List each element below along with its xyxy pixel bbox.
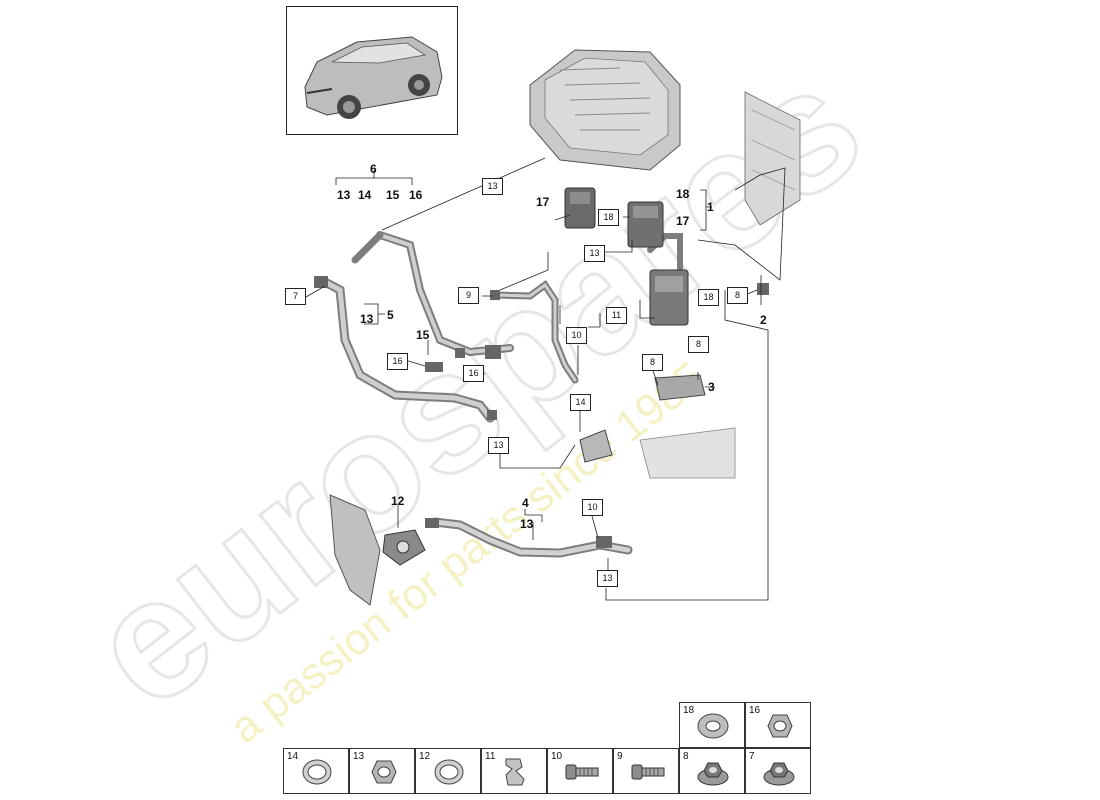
hardware-cell-8: 8: [679, 748, 745, 794]
refrigerant-lines: [320, 231, 683, 558]
hardware-cell-10: 10: [547, 748, 613, 794]
callout-17-right: 17: [676, 214, 690, 228]
hardware-cell-9: 9: [613, 748, 679, 794]
callout-box-8-right: 8: [727, 287, 748, 304]
callout-17-left: 17: [536, 195, 550, 209]
callout-13-pipe: 13: [360, 312, 374, 326]
callout-box-9: 9: [458, 287, 479, 304]
callout-18-right: 18: [676, 187, 690, 201]
callout-box-11: 11: [606, 307, 627, 324]
vehicle-thumbnail: [286, 6, 458, 135]
callout-box-13-lower: 13: [488, 437, 509, 454]
hardware-cell-16: 16: [745, 702, 811, 748]
hardware-cell-7: 7: [745, 748, 811, 794]
body-panel-drawing: [744, 91, 801, 226]
callout-13-lower-group: 13: [520, 517, 534, 531]
hardware-number: 16: [749, 705, 761, 716]
seal-ring-icon: [302, 759, 332, 785]
callout-box-13-upper: 13: [482, 178, 503, 195]
callout-15-group: 15: [386, 188, 400, 202]
callout-15: 15: [416, 328, 430, 342]
seal-ring-icon: [434, 759, 464, 785]
callout-4: 4: [522, 496, 529, 510]
fittings-drawing: [314, 276, 769, 548]
hardware-number: 18: [683, 705, 695, 716]
callout-5: 5: [387, 308, 394, 322]
hardware-cell-13: 13: [349, 748, 415, 794]
callout-box-10-lower: 10: [582, 499, 603, 516]
callout-box-16-left: 16: [387, 353, 408, 370]
callout-13-group: 13: [337, 188, 351, 202]
callout-box-18-valve: 18: [698, 289, 719, 306]
callout-box-14: 14: [570, 394, 591, 411]
bolt-icon: [565, 764, 599, 780]
callout-box-18-upper: 18: [598, 209, 619, 226]
hardware-number: 13: [353, 751, 365, 762]
flange-nut-icon: [697, 762, 729, 786]
hardware-number: 8: [683, 751, 689, 762]
callout-14-group: 14: [358, 188, 372, 202]
sensor-17-drawing: [564, 187, 596, 229]
hex-nut-icon: [767, 714, 793, 738]
flat-washer-icon: [697, 713, 729, 739]
callout-box-8-bracket: 8: [688, 336, 709, 353]
sensor-18-drawing: [627, 201, 664, 248]
callout-box-13-bottom: 13: [597, 570, 618, 587]
underbody-drawing: [639, 427, 736, 479]
callout-12: 12: [391, 494, 405, 508]
valve-block-drawing: [649, 269, 689, 326]
callout-3: 3: [708, 380, 715, 394]
hardware-cell-14: 14: [283, 748, 349, 794]
hardware-number: 9: [617, 751, 623, 762]
hardware-number: 10: [551, 751, 563, 762]
callout-6: 6: [370, 162, 377, 176]
callout-box-13-mid: 13: [584, 245, 605, 262]
callout-1: 1: [707, 200, 714, 214]
suv-icon: [304, 36, 443, 119]
gasket-panel-drawing: [329, 494, 381, 606]
callout-box-16-right: 16: [463, 365, 484, 382]
bracket-3-drawing: [654, 374, 706, 401]
flange-nut-icon: [763, 762, 795, 786]
hardware-number: 12: [419, 751, 431, 762]
callout-16-group: 16: [409, 188, 423, 202]
callout-box-7: 7: [285, 288, 306, 305]
hardware-cell-18: 18: [679, 702, 745, 748]
hex-nut-icon: [371, 760, 397, 784]
callout-2: 2: [760, 313, 767, 327]
clip-icon: [505, 758, 525, 786]
hardware-cell-12: 12: [415, 748, 481, 794]
lower-bracket-drawing: [579, 429, 613, 463]
leader-lines: [305, 157, 786, 601]
hardware-number: 7: [749, 751, 755, 762]
callout-box-8-left: 8: [642, 354, 663, 371]
bolt-icon: [631, 764, 665, 780]
hardware-number: 11: [485, 751, 496, 762]
seal-12-drawing: [382, 529, 426, 566]
hardware-number: 14: [287, 751, 299, 762]
callout-box-10-mid: 10: [566, 327, 587, 344]
hardware-cell-11: 11: [481, 748, 547, 794]
hvac-unit-drawing: [529, 49, 681, 171]
